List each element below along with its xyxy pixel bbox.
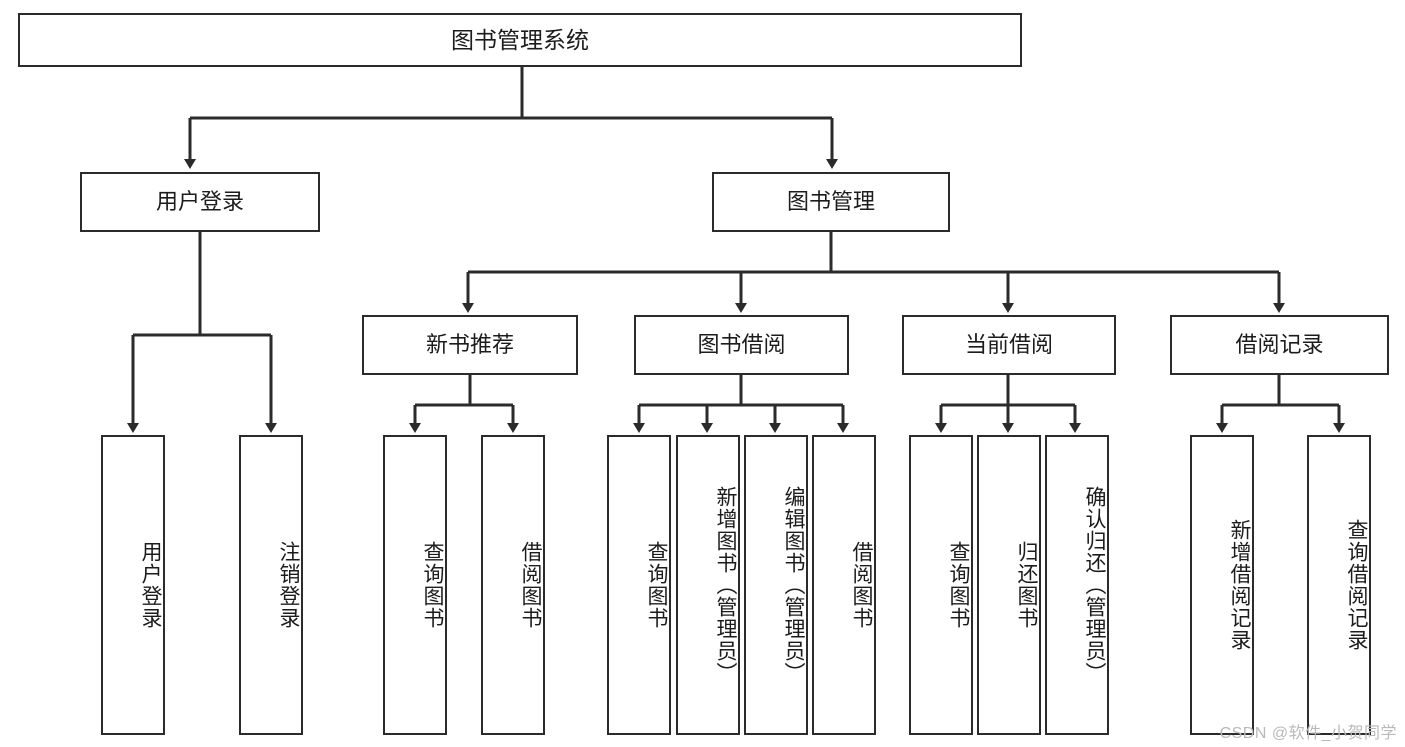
node-leaf-query-book-borrow[interactable]: 查询图书 — [607, 435, 671, 735]
node-label: 新增图书（管理员） — [714, 486, 737, 684]
node-leaf-add-borrow-record[interactable]: 新增借阅记录 — [1190, 435, 1254, 735]
csdn-watermark: CSDN @软件_小贺同学 — [1219, 725, 1397, 742]
node-label: 编辑图书（管理员） — [782, 486, 805, 684]
node-leaf-query-book-current[interactable]: 查询图书 — [909, 435, 973, 735]
node-leaf-logout[interactable]: 注销登录 — [239, 435, 303, 735]
node-leaf-borrow-book-new[interactable]: 借阅图书 — [481, 435, 545, 735]
node-label: 图书借阅 — [697, 331, 786, 357]
node-label: 用户登录 — [155, 188, 244, 214]
node-label: 归还图书 — [1015, 541, 1038, 629]
node-label: 查询图书 — [645, 541, 668, 629]
node-leaf-user-login[interactable]: 用户登录 — [101, 435, 165, 735]
node-label: 新书推荐 — [425, 331, 514, 357]
node-book-management[interactable]: 图书管理 — [712, 172, 950, 232]
node-label: 借阅图书 — [850, 541, 873, 629]
node-leaf-borrow-book[interactable]: 借阅图书 — [812, 435, 876, 735]
node-label: 当前借阅 — [964, 331, 1053, 357]
node-leaf-add-book-admin[interactable]: 新增图书（管理员） — [676, 435, 740, 735]
node-leaf-confirm-return-admin[interactable]: 确认归还（管理员） — [1045, 435, 1109, 735]
node-current-borrow[interactable]: 当前借阅 — [902, 315, 1116, 375]
node-borrow-records[interactable]: 借阅记录 — [1170, 315, 1389, 375]
node-label: 借阅图书 — [519, 541, 542, 629]
node-label: 查询图书 — [421, 541, 444, 629]
node-label: 查询图书 — [947, 541, 970, 629]
node-label: 借阅记录 — [1235, 331, 1324, 357]
node-leaf-edit-book-admin[interactable]: 编辑图书（管理员） — [744, 435, 808, 735]
node-leaf-query-book-new[interactable]: 查询图书 — [383, 435, 447, 735]
node-book-borrow[interactable]: 图书借阅 — [634, 315, 849, 375]
node-label: 注销登录 — [277, 541, 300, 629]
node-label: 图书管理 — [786, 188, 875, 214]
node-leaf-return-book[interactable]: 归还图书 — [977, 435, 1041, 735]
node-new-book-recommendation[interactable]: 新书推荐 — [362, 315, 578, 375]
node-label: 用户登录 — [139, 541, 162, 629]
node-leaf-query-borrow-record[interactable]: 查询借阅记录 — [1307, 435, 1371, 735]
node-label: 图书管理系统 — [451, 26, 589, 53]
node-root-system[interactable]: 图书管理系统 — [18, 13, 1022, 67]
node-label: 新增借阅记录 — [1228, 519, 1251, 651]
node-label: 确认归还（管理员） — [1083, 486, 1106, 684]
node-user-login[interactable]: 用户登录 — [80, 172, 320, 232]
node-label: 查询借阅记录 — [1345, 519, 1368, 651]
